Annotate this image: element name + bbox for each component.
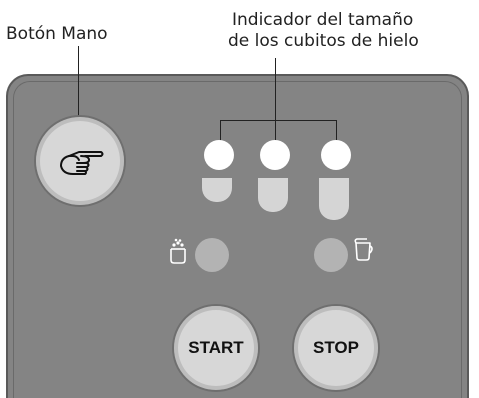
hand-leader-line [78, 46, 79, 138]
ice-basket-icon [170, 238, 186, 264]
ice-size-small-indicator [204, 140, 234, 170]
size-leader-horizontal [220, 120, 337, 121]
water-refill-lamp [314, 238, 348, 272]
ice-size-medium-indicator [260, 140, 290, 170]
size-leader-right-drop [336, 120, 337, 140]
ice-size-caption-line2: de los cubitos de hielo [228, 31, 419, 51]
size-leader-vertical [275, 58, 276, 120]
pointing-hand-icon [60, 151, 104, 175]
stop-button[interactable]: STOP [292, 304, 380, 392]
water-jug-icon [354, 238, 373, 261]
small-ice-cube-icon [202, 178, 232, 202]
start-button[interactable]: START [172, 304, 260, 392]
size-leader-middle-drop [275, 120, 276, 140]
ice-size-caption-line1: Indicador del tamaño [232, 10, 414, 30]
start-button-label: START [188, 338, 244, 357]
stop-button-label: STOP [313, 338, 359, 357]
ice-basket-full-lamp [195, 238, 229, 272]
medium-ice-cube-icon [258, 178, 288, 212]
ice-size-large-indicator [321, 140, 351, 170]
size-leader-left-drop [220, 120, 221, 140]
hand-button[interactable] [34, 115, 126, 207]
hand-button-caption: Botón Mano [6, 24, 108, 44]
large-ice-cube-icon [319, 178, 349, 220]
ice-size-indicator-caption: Indicador del tamaño de los cubitos de h… [228, 10, 419, 52]
